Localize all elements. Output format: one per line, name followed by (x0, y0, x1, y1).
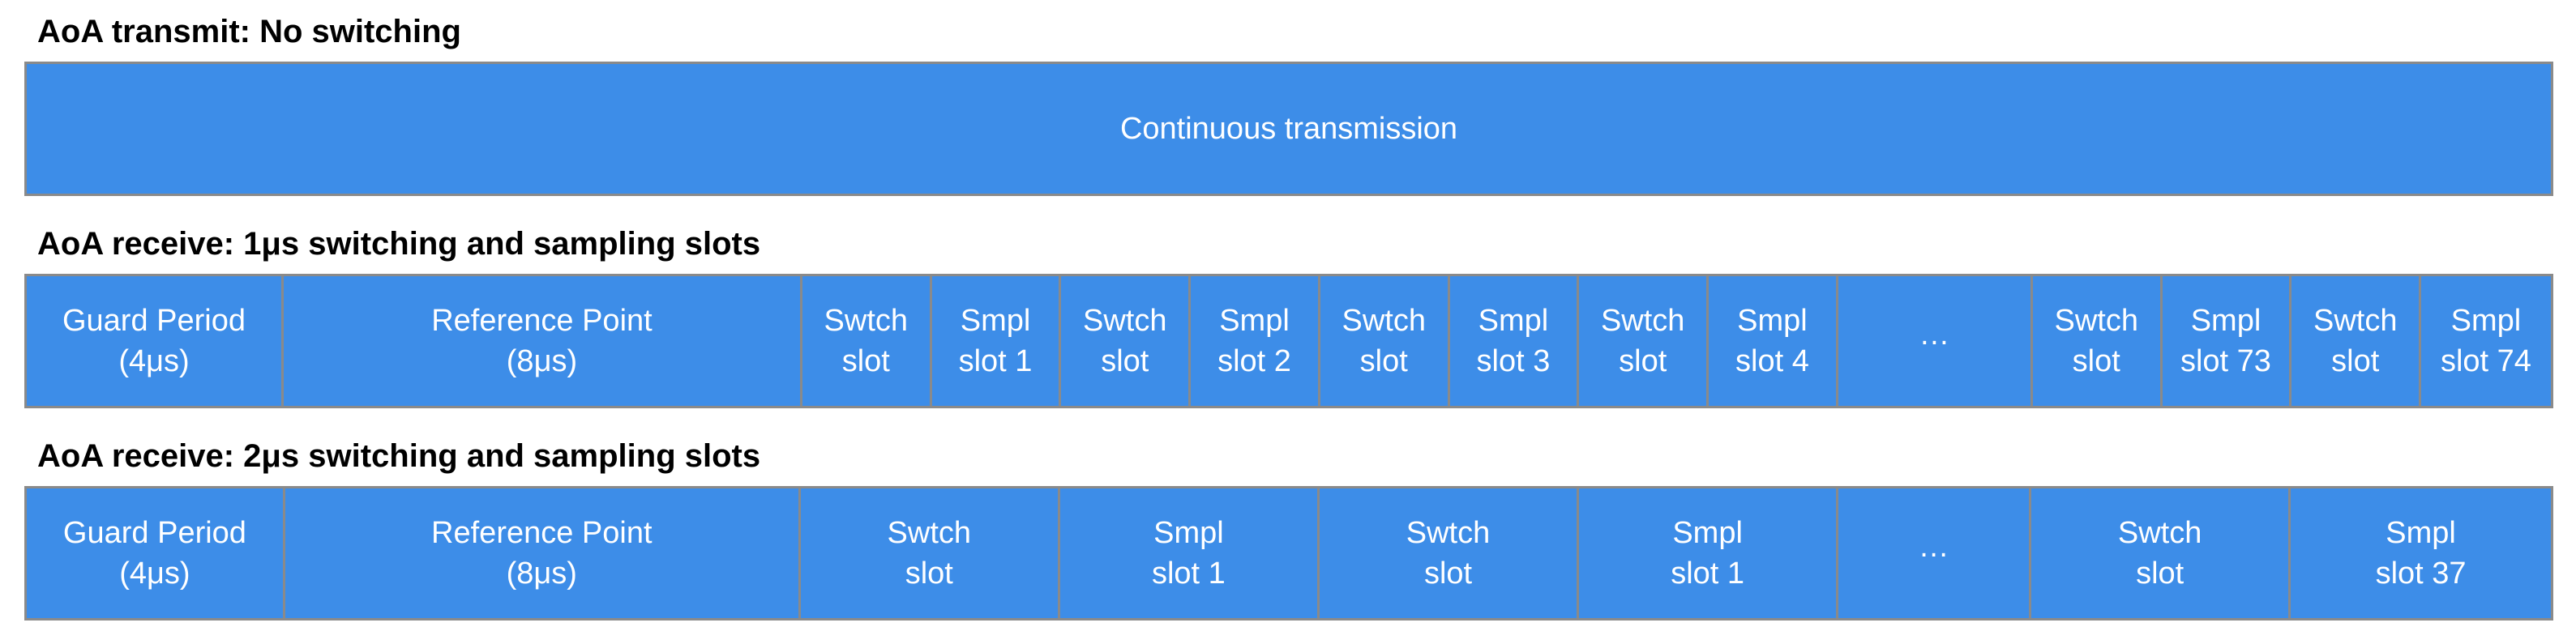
sample-slot-cell: Smpl slot 2 (1191, 276, 1320, 406)
sample-slot-cell: Smpl slot 1 (1060, 488, 1320, 618)
section-title-aoa-receive-1us: AoA receive: 1μs switching and sampling … (37, 226, 761, 262)
continuous-transmission-cell: Continuous transmission (27, 64, 2551, 194)
switch-slot-cell: Swtch slot (2291, 276, 2422, 406)
cell-line: (8μs) (506, 344, 578, 378)
sample-slot-cell: Smpl slot 1 (932, 276, 1062, 406)
reference-point-cell: Reference Point (8μs) (285, 488, 801, 618)
cell-line: Swtch (887, 516, 972, 550)
cell-line: Swtch (1600, 304, 1685, 338)
cell-line: slot 73 (2180, 344, 2271, 378)
guard-period-cell: Guard Period (4μs) (27, 488, 285, 618)
sample-slot-cell: Smpl slot 3 (1450, 276, 1580, 406)
cell-line: slot (2072, 344, 2120, 378)
section-aoa-receive-2us: AoA receive: 2μs switching and sampling … (0, 437, 2576, 621)
switch-slot-cell: Swtch slot (1579, 276, 1709, 406)
cell-line: slot (841, 344, 890, 378)
cell-line: Smpl (2386, 516, 2456, 550)
cell-line: Guard Period (62, 304, 246, 338)
ellipsis-cell: … (1838, 276, 2033, 406)
cell-line: slot 3 (1476, 344, 1551, 378)
sample-slot-cell: Smpl slot 37 (2291, 488, 2551, 618)
cell-line: Swtch (824, 304, 909, 338)
cell-line: (4μs) (119, 557, 190, 591)
cell-line: Smpl (1219, 304, 1290, 338)
cell-line: … (1918, 530, 1949, 564)
cell-line: Reference Point (431, 304, 653, 338)
cell-line: Smpl (1478, 304, 1549, 338)
cell-line: slot (1423, 557, 1473, 591)
cell-line: … (1919, 318, 1950, 352)
cell-line: slot 2 (1217, 344, 1291, 378)
continuous-transmission-bar: Continuous transmission (24, 62, 2553, 196)
section-title-aoa-transmit: AoA transmit: No switching (37, 14, 461, 49)
rx-1us-timeline-bar: Guard Period (4μs) Reference Point (8μs) Swt… (24, 274, 2553, 408)
sample-slot-cell: Smpl slot 74 (2421, 276, 2551, 406)
cell-line: slot 1 (1671, 557, 1745, 591)
cell-line: Smpl (2450, 304, 2522, 338)
cell-line: slot 74 (2440, 344, 2531, 378)
rx-2us-timeline-bar: Guard Period (4μs) Reference Point (8μs) Swt… (24, 486, 2553, 621)
sample-slot-cell: Smpl slot 73 (2163, 276, 2292, 406)
cell-line: slot 1 (1151, 557, 1226, 591)
cell-line: Reference Point (431, 516, 653, 550)
cell-line: slot (2331, 344, 2380, 378)
cell-line: Guard Period (62, 516, 246, 550)
switch-slot-cell: Swtch slot (1320, 488, 1580, 618)
cell-line: (4μs) (118, 344, 190, 378)
cell-line: slot 1 (958, 344, 1033, 378)
switch-slot-cell: Swtch slot (1320, 276, 1450, 406)
cell-line: Swtch (2054, 304, 2138, 338)
ellipsis-cell: … (1838, 488, 2032, 618)
section-title-aoa-receive-2us: AoA receive: 2μs switching and sampling … (37, 438, 761, 474)
switch-slot-cell: Swtch slot (2033, 276, 2163, 406)
cell-line: slot (1359, 344, 1408, 378)
cell-line: slot 37 (2375, 557, 2467, 591)
section-aoa-receive-1us: AoA receive: 1μs switching and sampling … (0, 225, 2576, 408)
section-aoa-transmit: AoA transmit: No switching Continuous tr… (0, 13, 2576, 196)
cell-line: slot (1101, 344, 1149, 378)
switch-slot-cell: Swtch slot (1061, 276, 1192, 406)
cell-line: slot 4 (1735, 344, 1809, 378)
guard-period-cell: Guard Period (4μs) (27, 276, 284, 406)
sample-slot-cell: Smpl slot 4 (1709, 276, 1838, 406)
cell-line: Smpl (2190, 304, 2261, 338)
cell-line: Swtch (1083, 304, 1167, 338)
cell-line: Swtch (2313, 304, 2398, 338)
cell-line: slot (2136, 557, 2184, 591)
sample-slot-cell: Smpl slot 1 (1579, 488, 1839, 618)
cell-line: (8μs) (506, 557, 577, 591)
reference-point-cell: Reference Point (8μs) (284, 276, 802, 406)
cell-line: Continuous transmission (1119, 112, 1458, 146)
cell-line: Smpl (960, 304, 1031, 338)
switch-slot-cell: Swtch slot (801, 488, 1060, 618)
switch-slot-cell: Swtch slot (802, 276, 932, 406)
cell-line: Smpl (1153, 516, 1224, 550)
cell-line: Swtch (2117, 516, 2202, 550)
cell-line: slot (1619, 344, 1667, 378)
cell-line: Smpl (1737, 304, 1808, 338)
cell-line: slot (905, 557, 953, 591)
cell-line: Swtch (1341, 304, 1426, 338)
switch-slot-cell: Swtch slot (2031, 488, 2291, 618)
cell-line: Swtch (1406, 516, 1491, 550)
cell-line: Smpl (1672, 516, 1743, 550)
